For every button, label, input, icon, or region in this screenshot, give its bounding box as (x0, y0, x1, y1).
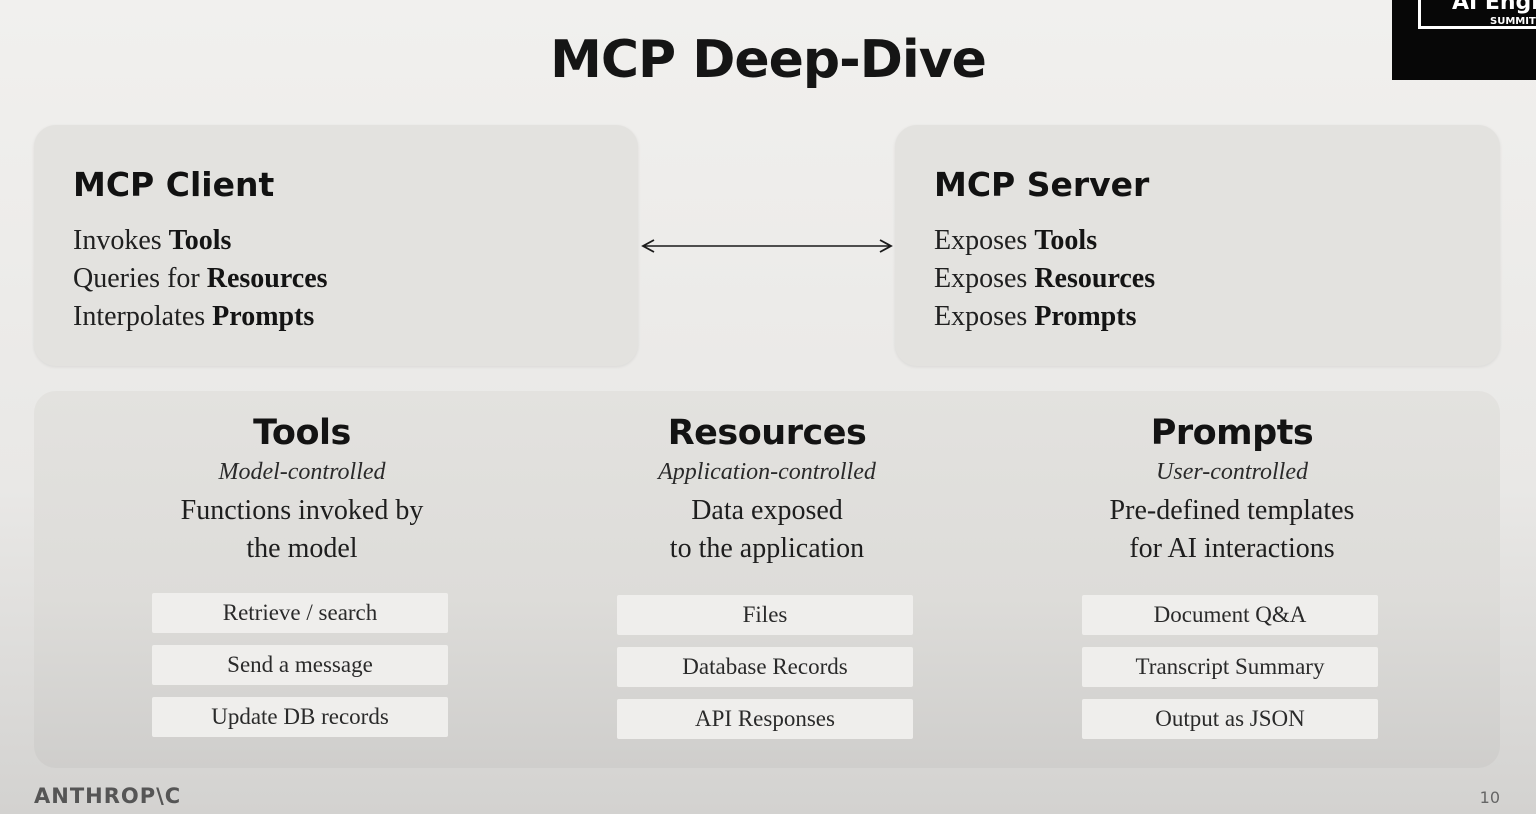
example-item: Document Q&A (1082, 595, 1378, 635)
bidirectional-arrow (641, 239, 893, 253)
page-number: 10 (1479, 788, 1500, 807)
line-object: Tools (168, 225, 232, 256)
line-object: Resources (1034, 263, 1156, 294)
slide-title: MCP Deep-Dive (550, 30, 987, 90)
line-object: Prompts (1034, 301, 1137, 332)
server-line: Exposes Prompts (934, 298, 1155, 336)
resources-column: Resources Application-controlled Data ex… (557, 391, 977, 739)
column-heading: Tools (253, 413, 351, 453)
column-description: Data exposed to the application (557, 492, 977, 568)
logo-frame (1418, 0, 1536, 29)
example-item: API Responses (617, 699, 913, 739)
desc-line: for AI interactions (1129, 533, 1335, 564)
example-item: Files (617, 595, 913, 635)
line-object: Resources (206, 263, 328, 294)
line-verb: Queries for (73, 263, 200, 294)
prompts-column: Prompts User-controlled Pre-defined temp… (1022, 391, 1442, 739)
example-item: Database Records (617, 647, 913, 687)
control-type: Application-controlled (658, 459, 876, 485)
example-list: Retrieve / search Send a message Update … (152, 593, 448, 749)
line-verb: Exposes (934, 263, 1028, 294)
client-line: Invokes Tools (73, 222, 328, 260)
desc-line: the model (246, 533, 358, 564)
line-object: Prompts (212, 301, 315, 332)
example-list: Files Database Records API Responses (617, 595, 913, 751)
mcp-server-box: MCP Server Exposes Tools Exposes Resourc… (895, 125, 1500, 366)
line-object: Tools (1034, 225, 1098, 256)
desc-line: Functions invoked by (180, 495, 424, 526)
logo-sub: SUMMIT (1490, 16, 1536, 27)
line-verb: Interpolates (73, 301, 206, 332)
column-heading: Prompts (1150, 413, 1314, 453)
client-line: Queries for Resources (73, 260, 328, 298)
example-item: Transcript Summary (1082, 647, 1378, 687)
client-line: Interpolates Prompts (73, 298, 328, 336)
desc-line: Data exposed (691, 495, 843, 526)
anthropic-logo: ANTHROP\C (34, 784, 182, 808)
logo-name: AI Engin (1452, 0, 1536, 15)
client-lines: Invokes Tools Queries for Resources Inte… (73, 222, 328, 336)
column-description: Functions invoked by the model (92, 492, 512, 568)
server-heading: MCP Server (934, 165, 1150, 204)
tools-column: Tools Model-controlled Functions invoked… (92, 391, 512, 737)
column-description: Pre-defined templates for AI interaction… (1022, 492, 1442, 568)
column-heading: Resources (667, 413, 867, 453)
mcp-client-box: MCP Client Invokes Tools Queries for Res… (34, 125, 638, 366)
example-item: Output as JSON (1082, 699, 1378, 739)
example-item: Update DB records (152, 697, 448, 737)
example-item: Retrieve / search (152, 593, 448, 633)
line-verb: Invokes (73, 225, 162, 256)
primitives-panel: Tools Model-controlled Functions invoked… (34, 391, 1500, 768)
control-type: User-controlled (1156, 459, 1308, 485)
example-list: Document Q&A Transcript Summary Output a… (1082, 595, 1378, 751)
server-line: Exposes Resources (934, 260, 1155, 298)
line-verb: Exposes (934, 301, 1028, 332)
line-verb: Exposes (934, 225, 1028, 256)
event-logo: AI Engin SUMMIT (1392, 0, 1536, 80)
desc-line: Pre-defined templates (1109, 495, 1355, 526)
control-type: Model-controlled (218, 459, 386, 485)
server-lines: Exposes Tools Exposes Resources Exposes … (934, 222, 1155, 336)
client-heading: MCP Client (73, 165, 275, 204)
desc-line: to the application (669, 533, 865, 564)
server-line: Exposes Tools (934, 222, 1155, 260)
example-item: Send a message (152, 645, 448, 685)
